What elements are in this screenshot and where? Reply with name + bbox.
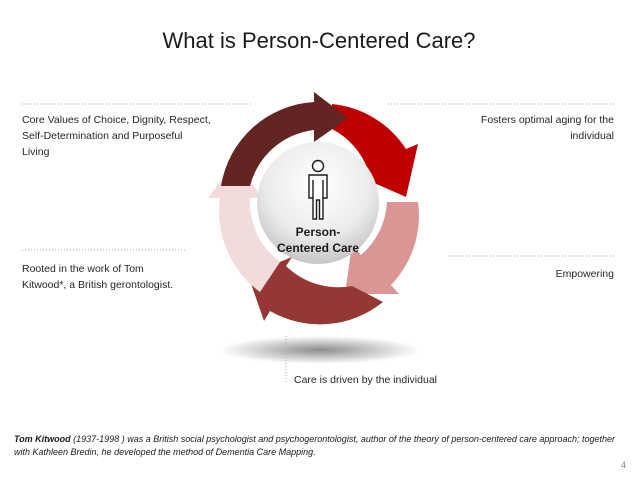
center-circle bbox=[257, 142, 379, 264]
segment-left bbox=[208, 160, 280, 292]
segment-top-right bbox=[332, 104, 418, 197]
label-driven-by-individual: Care is driven by the individual bbox=[294, 374, 437, 386]
label-empowering: Empowering bbox=[555, 268, 614, 280]
ring-segments bbox=[208, 92, 419, 325]
leader-lines bbox=[22, 103, 616, 384]
footnote-text: (1937-1998 ) was a British social psycho… bbox=[14, 434, 615, 457]
label-core-values: Core Values of Choice, Dignity, Respect,… bbox=[22, 114, 211, 158]
ring-shadow bbox=[220, 336, 420, 364]
footnote-name: Tom Kitwood bbox=[14, 434, 71, 444]
segment-top-left bbox=[221, 92, 348, 186]
segment-right bbox=[345, 202, 419, 294]
label-fosters-aging: Fosters optimal aging for the individual bbox=[480, 114, 614, 142]
segment-bottom bbox=[248, 257, 383, 325]
page-number: 4 bbox=[620, 460, 626, 470]
person-icon bbox=[308, 159, 328, 220]
center-label-line1: Person- bbox=[296, 225, 341, 239]
center-label-line2: Centered Care bbox=[277, 241, 359, 255]
label-rooted-kitwood: Rooted in the work of Tom Kitwood*, a Br… bbox=[22, 263, 174, 291]
footnote: Tom Kitwood (1937-1998 ) was a British s… bbox=[14, 433, 626, 459]
page-title: What is Person-Centered Care? bbox=[162, 28, 476, 53]
